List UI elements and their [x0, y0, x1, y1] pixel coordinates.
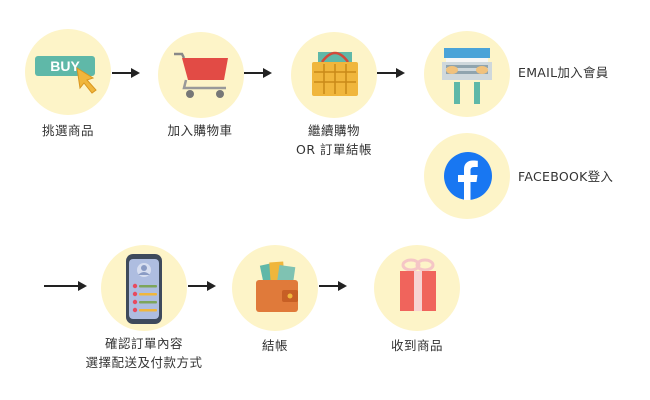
arrow-5	[188, 281, 216, 291]
laptop-user-icon	[442, 48, 492, 104]
step-continue-label: 繼續購物 OR 訂單結帳	[284, 121, 384, 159]
phone-order-icon	[126, 254, 162, 324]
step-confirm-label-line2: 選擇配送及付款方式	[85, 355, 203, 370]
arrow-3	[377, 68, 405, 78]
shopping-cart-icon	[174, 52, 228, 98]
shopping-basket-icon	[312, 51, 358, 96]
step-pick-label-text: 挑選商品	[41, 123, 94, 138]
arrow-2	[244, 68, 272, 78]
arrow-4	[44, 281, 87, 291]
step-checkout-label: 結帳	[225, 336, 325, 355]
arrow-6	[319, 281, 347, 291]
step-confirm-label-line1: 確認訂單內容	[104, 336, 183, 351]
step-checkout-label-text: 結帳	[261, 338, 288, 353]
step-cart-label-text: 加入購物車	[167, 123, 233, 138]
step-continue-label-line1: 繼續購物	[307, 123, 360, 138]
step-confirm-label: 確認訂單內容 選擇配送及付款方式	[74, 334, 214, 372]
step-receive-label: 收到商品	[367, 336, 467, 355]
step-pick-label: 挑選商品	[18, 121, 118, 140]
step-continue-label-line2: OR 訂單結帳	[296, 142, 372, 157]
arrow-1	[112, 68, 140, 78]
step-cart-label: 加入購物車	[150, 121, 250, 140]
wallet-icon	[256, 261, 298, 312]
facebook-login-label[interactable]: FACEBOOK登入	[518, 169, 614, 184]
buy-button-icon: BUY	[35, 56, 97, 94]
step-receive-label-text: 收到商品	[390, 338, 443, 353]
email-register-label[interactable]: EMAIL加入會員	[518, 65, 609, 80]
buy-text: BUY	[50, 58, 80, 74]
facebook-icon[interactable]	[443, 151, 493, 201]
gift-box-icon	[400, 258, 436, 311]
